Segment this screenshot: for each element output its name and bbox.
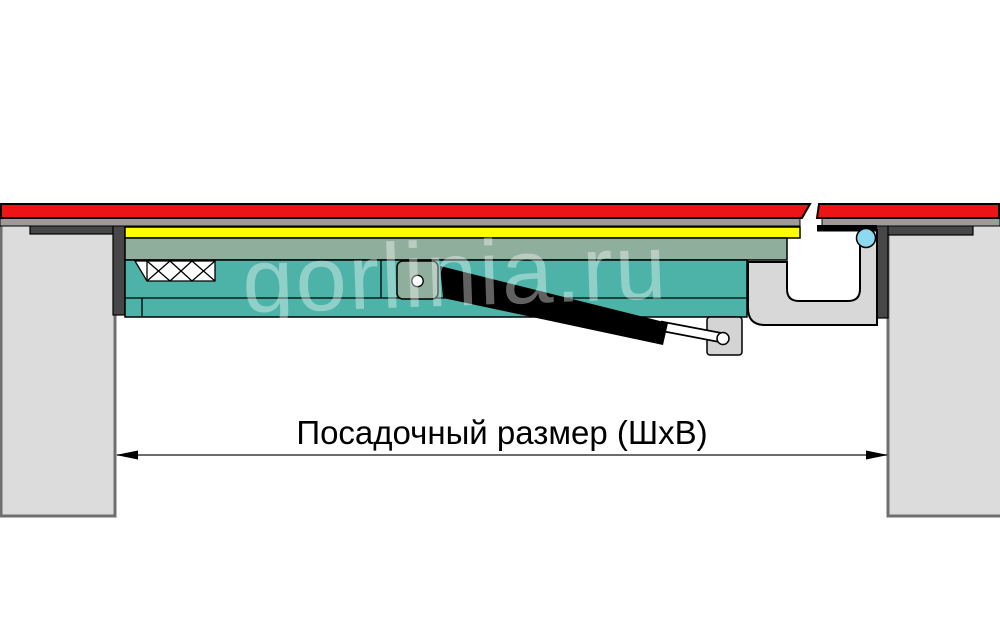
ceiling-finish-left (0, 203, 812, 219)
foam-gasket (133, 260, 216, 282)
gasket-hatch-line (146, 260, 171, 282)
dimension-arrow-right (866, 450, 888, 460)
ceiling-finish-right (815, 203, 1000, 219)
right-wall-block (886, 223, 1000, 518)
gasket-hatch-line (191, 260, 216, 282)
gas-strut (440, 266, 730, 346)
dimension: Посадочный размер (ШхВ) (116, 414, 888, 460)
dimension-label: Посадочный размер (ШхВ) (296, 414, 707, 451)
frame-black-flange (817, 225, 877, 232)
frame-u-profile (747, 229, 878, 326)
plaster-layer-right (821, 217, 1000, 227)
wall-blocks (0, 223, 1000, 518)
seal-ring (855, 227, 877, 249)
ceiling-finish-layers (0, 203, 1000, 219)
dimension-arrow-left (116, 450, 138, 460)
gas-strut-rod-end (716, 331, 730, 346)
gasket-hatch-line (169, 260, 193, 282)
gas-strut-rod (659, 322, 723, 342)
strut-mount-plate (396, 260, 439, 300)
strut-mount-hole (411, 274, 424, 288)
left-wall-block (0, 223, 117, 518)
left-frame-angle-leg (112, 224, 126, 316)
gas-strut-body (440, 266, 668, 345)
watermark-text: gorlinia.ru (240, 216, 669, 333)
